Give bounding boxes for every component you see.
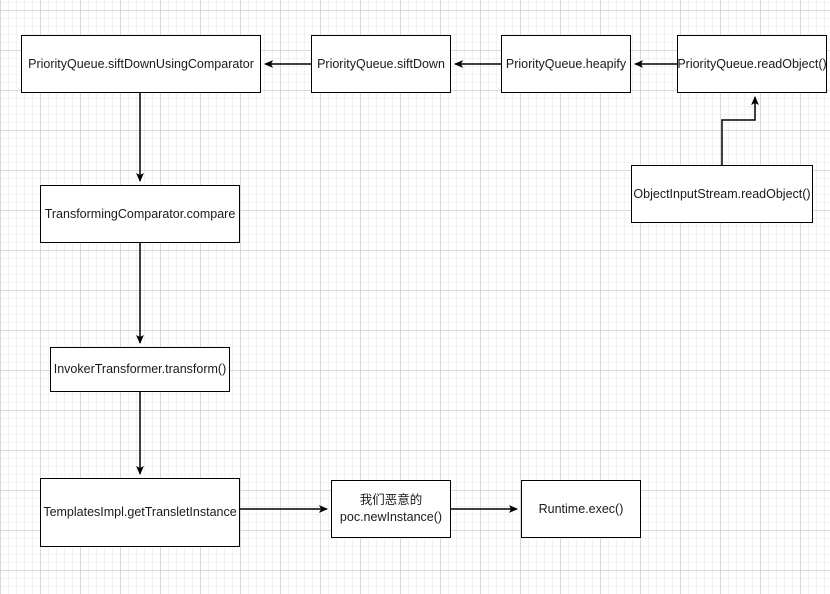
node-label: TransformingComparator.compare	[44, 206, 236, 221]
node-label: ObjectInputStream.readObject()	[633, 186, 811, 201]
edge-paths	[136, 60, 759, 513]
node-label: TemplatesImpl.getTransletInstance	[43, 505, 237, 520]
node-siftDown[interactable]: PriorityQueue.siftDown	[311, 35, 451, 93]
node-maliciousPoc[interactable]: 我们恶意的 poc.newInstance()	[331, 480, 451, 538]
node-oisReadObject[interactable]: ObjectInputStream.readObject()	[631, 165, 813, 223]
node-label: PriorityQueue.heapify	[505, 56, 627, 71]
node-label: PriorityQueue.readObject()	[677, 56, 827, 71]
node-siftDownUsingComparator[interactable]: PriorityQueue.siftDownUsingComparator	[21, 35, 261, 93]
node-invokerTransformer[interactable]: InvokerTransformer.transform()	[50, 347, 230, 392]
node-pqReadObject[interactable]: PriorityQueue.readObject()	[677, 35, 827, 93]
node-templatesImpl[interactable]: TemplatesImpl.getTransletInstance	[40, 478, 240, 547]
node-heapify[interactable]: PriorityQueue.heapify	[501, 35, 631, 93]
edge-oisreadobject-to-pqreadobject	[721, 96, 759, 165]
node-label: Runtime.exec()	[538, 501, 624, 516]
node-label: PriorityQueue.siftDown	[317, 56, 445, 71]
node-transformingComparator[interactable]: TransformingComparator.compare	[40, 185, 240, 243]
node-label: PriorityQueue.siftDownUsingComparator	[28, 56, 254, 71]
node-label: 我们恶意的 poc.newInstance()	[339, 493, 443, 524]
node-label: InvokerTransformer.transform()	[53, 362, 227, 377]
node-runtimeExec[interactable]: Runtime.exec()	[521, 480, 641, 538]
